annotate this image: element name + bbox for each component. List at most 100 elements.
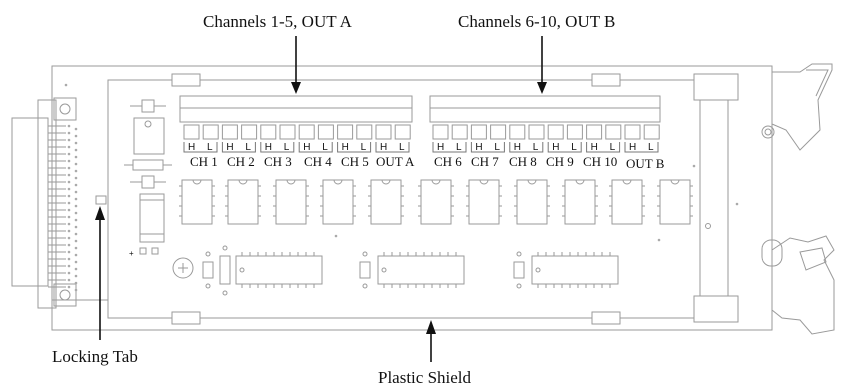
pin-low-label: L — [610, 142, 616, 153]
connector-pin — [74, 155, 78, 159]
connector-pin — [67, 243, 71, 247]
channel-label: CH 1 — [190, 154, 218, 169]
connector-pin — [67, 152, 71, 156]
pin-high-label: H — [437, 142, 444, 153]
pin-bracket — [547, 142, 582, 153]
channel-label: CH 10 — [583, 154, 617, 169]
connector-pin — [74, 190, 78, 194]
terminal-cell — [624, 124, 641, 140]
pin-bracket — [183, 142, 218, 153]
connector-pin — [74, 204, 78, 208]
channel-label: CH 7 — [471, 154, 499, 169]
connector-pin — [67, 250, 71, 254]
relay-chip — [418, 179, 454, 225]
terminal-cell — [298, 124, 315, 140]
relay-chip — [273, 179, 309, 225]
board-dots — [64, 83, 739, 242]
callout-plastic-shield-label: Plastic Shield — [378, 368, 472, 387]
pin-low-label: L — [494, 142, 500, 153]
pin-bracket — [624, 142, 659, 153]
edge-connector — [11, 97, 78, 309]
svg-text:+: + — [129, 249, 134, 258]
terminal-cell — [509, 124, 526, 140]
pin-high-label: H — [552, 142, 559, 153]
connector-pin — [74, 288, 78, 292]
pin-low-label: L — [648, 142, 654, 153]
pin-high-label: H — [265, 142, 272, 153]
connector-pin — [74, 225, 78, 229]
connector-pin — [74, 260, 78, 264]
terminal-cell — [394, 124, 411, 140]
terminal-cell — [260, 124, 277, 140]
terminal-cell — [586, 124, 603, 140]
connector-pin — [74, 232, 78, 236]
connector-pin — [67, 257, 71, 261]
left-components: + — [124, 99, 194, 279]
channel-label: OUT B — [626, 156, 665, 171]
connector-pin — [74, 141, 78, 145]
terminal-cell — [605, 124, 622, 140]
connector-pin — [67, 138, 71, 142]
channel-label: CH 2 — [227, 154, 255, 169]
connector-pin — [74, 211, 78, 215]
pin-high-label: H — [591, 142, 598, 153]
pin-low-label: L — [207, 142, 213, 153]
connector-pin — [74, 218, 78, 222]
connector-pin — [67, 222, 71, 226]
callout-channels-a-label: Channels 1-5, OUT A — [203, 12, 353, 31]
pin-bracket — [432, 142, 467, 153]
relay-chips — [179, 179, 693, 225]
connector-pin — [67, 180, 71, 184]
connector-pin — [74, 183, 78, 187]
connector-pin — [67, 187, 71, 191]
pin-low-label: L — [361, 142, 367, 153]
terminal-cell — [490, 124, 507, 140]
terminal-cell — [643, 124, 660, 140]
channel-labels-a: CH 1 CH 2 CH 3 CH 4 CH 5 OUT A — [190, 154, 415, 169]
connector-pin — [74, 134, 78, 138]
relay-chip — [514, 179, 550, 225]
connector-pin — [74, 281, 78, 285]
connector-pin — [74, 176, 78, 180]
connector-pin — [74, 274, 78, 278]
terminal-cell — [241, 124, 258, 140]
pin-low-label: L — [399, 142, 405, 153]
channel-labels-b: CH 6 CH 7 CH 8 CH 9 CH 10 OUT B — [434, 154, 665, 171]
pin-high-label: H — [380, 142, 387, 153]
connector-pin — [74, 246, 78, 250]
pin-high-label: H — [342, 142, 349, 153]
terminal-block-a — [179, 95, 413, 140]
channel-label: CH 6 — [434, 154, 462, 169]
circuit-board — [51, 65, 773, 331]
connector-pin — [74, 169, 78, 173]
connector-pin — [67, 236, 71, 240]
pin-low-label: L — [571, 142, 577, 153]
relay-chip — [562, 179, 598, 225]
pin-high-label: H — [226, 142, 233, 153]
pin-bracket — [375, 142, 410, 153]
pin-high-label: H — [188, 142, 195, 153]
relay-chip — [609, 179, 645, 225]
channel-label: OUT A — [376, 154, 415, 169]
pin-high-label: H — [629, 142, 636, 153]
bottom-chips — [202, 245, 619, 296]
terminal-cell — [566, 124, 583, 140]
terminal-cell — [337, 124, 354, 140]
shield-clips — [171, 73, 739, 325]
terminal-cell — [470, 124, 487, 140]
pin-high-label: H — [303, 142, 310, 153]
connector-pin — [74, 127, 78, 131]
terminal-cell — [279, 124, 296, 140]
connector-pin — [67, 131, 71, 135]
connector-pin — [67, 278, 71, 282]
relay-chip — [466, 179, 502, 225]
connector-pin — [67, 166, 71, 170]
relay-chip — [368, 179, 404, 225]
pin-bracket — [221, 142, 256, 153]
pin-high-label: H — [475, 142, 482, 153]
callout-channels-a: Channels 1-5, OUT A — [203, 12, 353, 94]
